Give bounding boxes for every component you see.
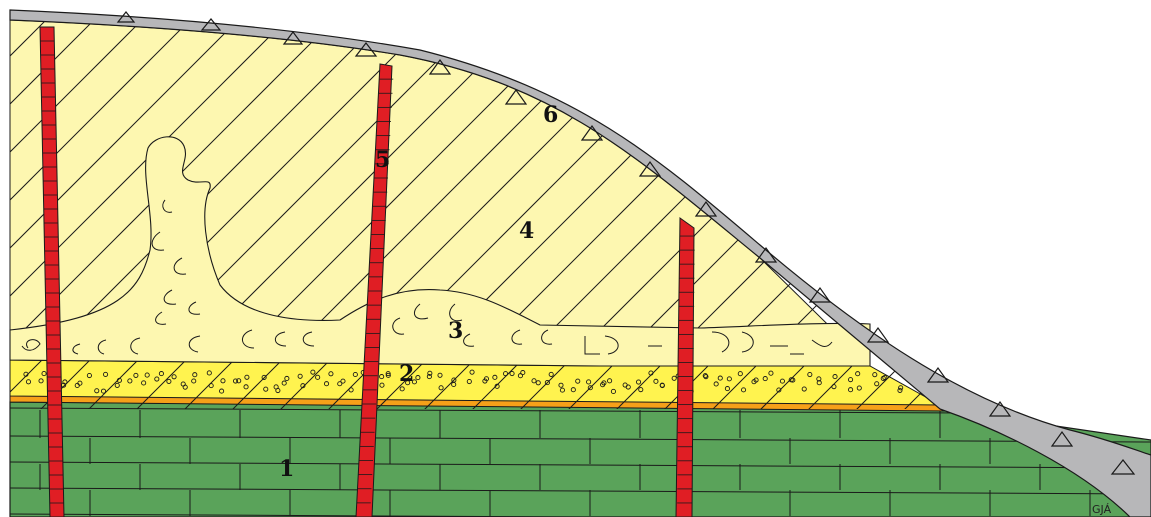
label-unit-4: 4 bbox=[519, 218, 534, 244]
dikes bbox=[39, 26, 695, 517]
cover-layer bbox=[9, 9, 1151, 517]
label-unit-6: 6 bbox=[543, 102, 558, 128]
swirl-layer bbox=[9, 136, 871, 367]
bedrock-layer bbox=[9, 401, 1151, 517]
author-signature: GJÁ bbox=[1092, 503, 1112, 516]
label-unit-3: 3 bbox=[448, 318, 463, 344]
dike-right bbox=[675, 217, 695, 517]
label-unit-2: 2 bbox=[399, 361, 414, 387]
dike-left bbox=[39, 26, 65, 517]
label-unit-5: 5 bbox=[375, 147, 390, 173]
label-unit-1: 1 bbox=[279, 456, 294, 482]
